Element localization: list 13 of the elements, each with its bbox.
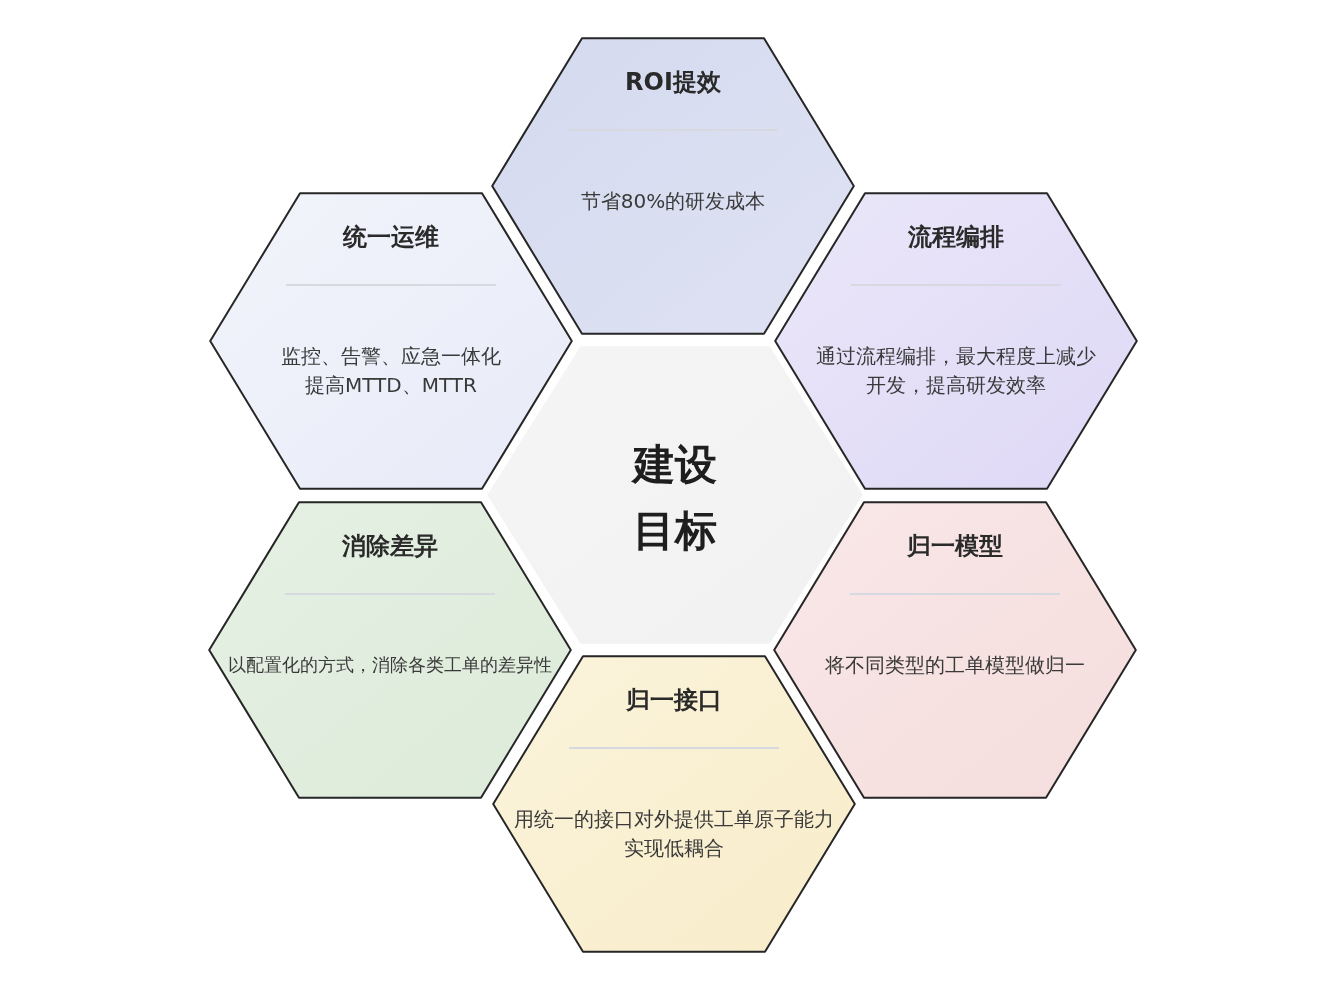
hexagon-title: 归一模型 [907,531,1003,561]
hexagon-text: 用统一的接口对外提供工单原子能力实现低耦合 [513,805,835,862]
hexagon-text: 监控、告警、应急一体化提高MTTD、MTTR [280,342,502,399]
hexagon-title: ROI提效 [625,67,721,97]
hexagon-text: 节省80%的研发成本 [580,187,766,215]
hexagon-title: 归一接口 [626,685,722,715]
hexagon-title: 统一运维 [343,222,439,252]
hexagon-title: 流程编排 [908,222,1004,252]
hexagon-text: 以配置化的方式，消除各类工单的差异性 [228,653,552,677]
center-title: 建设目标 [630,439,718,557]
hexagon-title: 消除差异 [342,531,438,561]
hexagon-text: 将不同类型的工单模型做归一 [825,651,1085,679]
hexagon-text: 通过流程编排，最大程度上减少开发，提高研发效率 [815,342,1097,399]
